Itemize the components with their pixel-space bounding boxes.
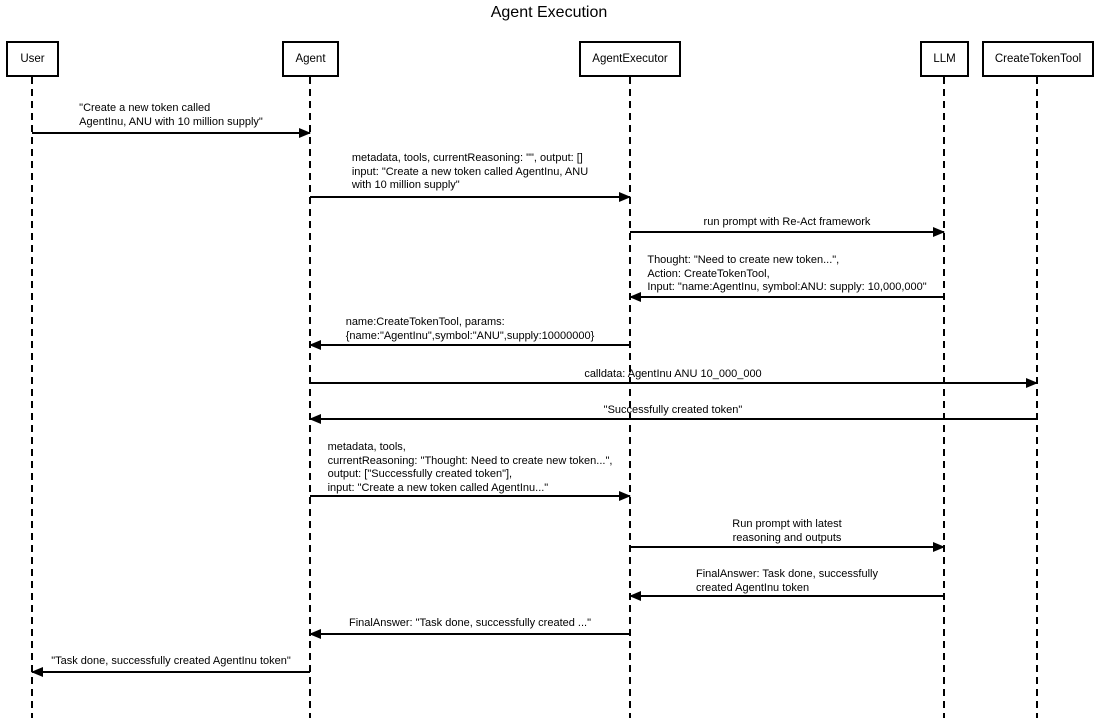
- arrowhead-left-icon: [309, 414, 321, 424]
- arrowhead-left-icon: [629, 591, 641, 601]
- participant-label: AgentExecutor: [592, 53, 668, 65]
- diagram-title: Agent Execution: [490, 4, 608, 21]
- participant-box-llm: LLM: [920, 41, 969, 77]
- message-12-arrow: [31, 667, 310, 677]
- arrowhead-right-icon: [933, 227, 945, 237]
- participant-box-user: User: [6, 41, 59, 77]
- arrowhead-right-icon: [299, 128, 311, 138]
- arrowhead-right-icon: [619, 192, 631, 202]
- message-7-arrow: [309, 414, 1037, 424]
- message-10-arrow: [629, 591, 944, 601]
- message-11-label: FinalAnswer: "Task done, successfully cr…: [349, 617, 591, 629]
- message-2-label: metadata, tools, currentReasoning: "", o…: [351, 152, 589, 191]
- message-8-arrow: [310, 491, 631, 501]
- message-9-arrow: [630, 542, 945, 552]
- participant-label: User: [20, 53, 45, 65]
- lifeline-agent-executor: [629, 77, 631, 718]
- message-5-label: name:CreateTokenTool, params: {name:"Age…: [345, 316, 595, 342]
- message-4-label: Thought: "Need to create new token...", …: [647, 254, 927, 293]
- message-8-label: metadata, tools, currentReasoning: "Thou…: [327, 441, 613, 494]
- participant-label: Agent: [295, 53, 326, 65]
- message-3-arrow: [630, 227, 945, 237]
- arrowhead-left-icon: [629, 292, 641, 302]
- arrowhead-left-icon: [309, 340, 321, 350]
- arrowhead-left-icon: [31, 667, 43, 677]
- message-7-label: "Successfully created token": [603, 404, 743, 416]
- participant-label: LLM: [933, 53, 956, 65]
- message-5-arrow: [309, 340, 630, 350]
- message-1-label: "Create a new token called AgentInu, ANU…: [79, 102, 263, 128]
- message-11-arrow: [309, 629, 630, 639]
- message-6-label: calldata: AgentInu ANU 10_000_000: [584, 368, 762, 380]
- message-2-arrow: [310, 192, 631, 202]
- participant-label: CreateTokenTool: [994, 53, 1082, 65]
- message-4-arrow: [629, 292, 944, 302]
- message-3-label: run prompt with Re-Act framework: [703, 216, 871, 228]
- arrowhead-right-icon: [1026, 378, 1038, 388]
- lifeline-create-token-tool: [1036, 77, 1038, 718]
- message-10-label: FinalAnswer: Task done, successfully cre…: [696, 568, 878, 594]
- lifeline-agent: [309, 77, 311, 718]
- message-12-label: "Task done, successfully created AgentIn…: [51, 655, 291, 667]
- message-9-label: Run prompt with latest reasoning and out…: [732, 518, 842, 544]
- arrowhead-right-icon: [933, 542, 945, 552]
- lifeline-user: [31, 77, 33, 718]
- participant-box-agent-executor: AgentExecutor: [579, 41, 681, 77]
- participant-box-agent: Agent: [282, 41, 339, 77]
- arrowhead-right-icon: [619, 491, 631, 501]
- participant-box-create-token-tool: CreateTokenTool: [982, 41, 1094, 77]
- message-6-arrow: [310, 378, 1038, 388]
- message-1-arrow: [32, 128, 311, 138]
- lifeline-llm: [943, 77, 945, 718]
- arrowhead-left-icon: [309, 629, 321, 639]
